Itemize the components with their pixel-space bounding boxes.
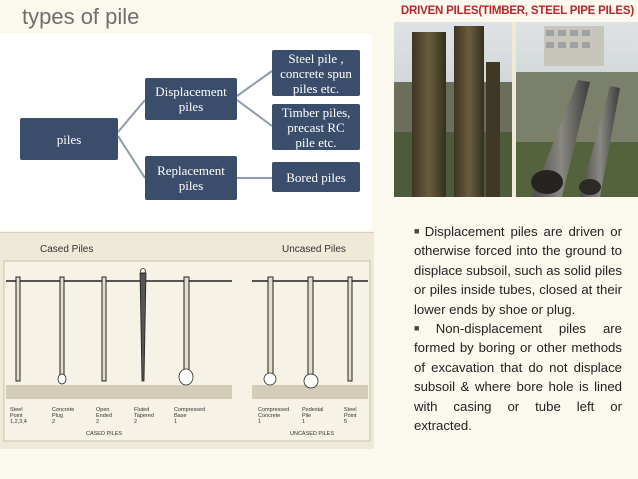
bullet-icon: ■ xyxy=(414,226,422,236)
diagram-connectors xyxy=(117,70,273,179)
piles-box: piles xyxy=(20,118,118,160)
timber-piles-label: Timber piles, precast RC pile etc. xyxy=(281,104,351,150)
cased-piles-caption: CASED PILES xyxy=(86,431,123,437)
non-displacement-description: ■Non-displacement piles are formed by bo… xyxy=(414,321,622,434)
displacement-description: ■Displacement piles are driven or otherw… xyxy=(414,224,622,317)
pile-description: ■Displacement piles are driven or otherw… xyxy=(414,222,622,479)
timber-piles-box: Timber piles, precast RC pile etc. xyxy=(272,104,360,150)
replacement-piles-box: Replacement piles xyxy=(145,156,237,200)
pile-types-diagram: piles Displacement piles Replacement pil… xyxy=(0,34,372,230)
uncased-piles-label: Uncased Piles xyxy=(282,244,346,255)
piles-label: piles xyxy=(56,131,82,147)
steel-piles-box: Steel pile , concrete spun piles etc. xyxy=(272,50,360,96)
steel-piles-label: Steel pile , concrete spun piles etc. xyxy=(280,50,352,96)
page-title: types of pile xyxy=(22,4,140,29)
bored-piles-box: Bored piles xyxy=(272,162,360,192)
uncased-piles-caption: UNCASED PILES xyxy=(290,431,335,437)
cased-piles-label: Cased Piles xyxy=(40,244,94,255)
displacement-piles-label: Displacement piles xyxy=(155,84,227,114)
bullet-icon: ■ xyxy=(414,323,433,334)
displacement-piles-box: Displacement piles xyxy=(145,78,237,120)
driven-piles-photo xyxy=(394,22,638,197)
replacement-piles-label: Replacement piles xyxy=(157,163,225,193)
photo-caption: DRIVEN PILES(TIMBER, STEEL PIPE PILES) xyxy=(372,0,638,22)
bored-piles-label: Bored piles xyxy=(286,169,346,185)
